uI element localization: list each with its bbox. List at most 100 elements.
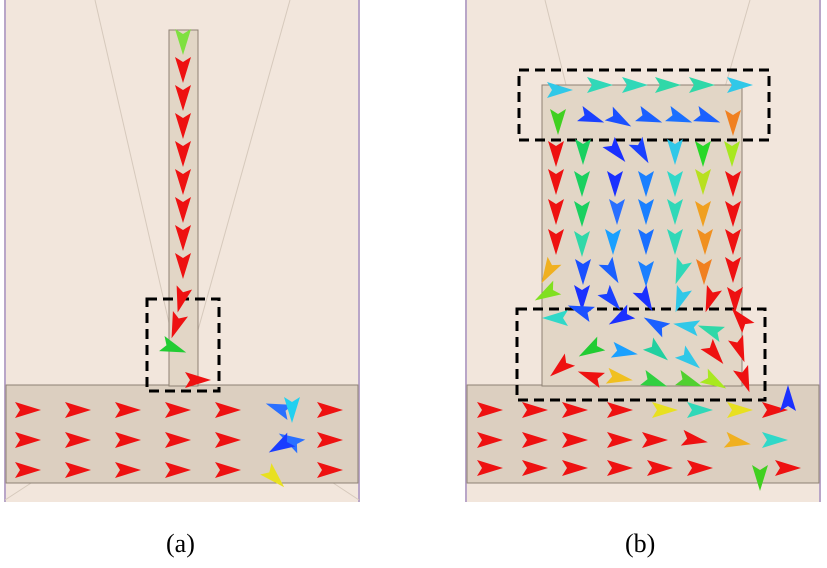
- triangle-arrow-icon: [165, 462, 191, 478]
- triangle-arrow-icon: [723, 431, 751, 448]
- triangle-arrow-icon: [65, 462, 91, 478]
- triangle-arrow-icon: [534, 280, 562, 301]
- triangle-arrow-icon: [477, 460, 503, 476]
- triangle-arrow-icon: [597, 284, 621, 310]
- triangle-arrow-icon: [762, 432, 788, 448]
- triangle-arrow-icon: [268, 432, 296, 453]
- panel-b-arrows: [477, 77, 801, 491]
- triangle-arrow-icon: [477, 402, 503, 418]
- triangle-arrow-icon: [175, 169, 191, 195]
- triangle-arrow-icon: [695, 201, 711, 227]
- triangle-arrow-icon: [665, 106, 693, 123]
- triangle-arrow-icon: [115, 462, 141, 478]
- triangle-arrow-icon: [284, 397, 300, 423]
- triangle-arrow-icon: [575, 139, 591, 165]
- triangle-arrow-icon: [65, 432, 91, 448]
- triangle-arrow-icon: [522, 432, 548, 448]
- triangle-arrow-icon: [574, 285, 590, 311]
- triangle-arrow-icon: [604, 106, 632, 127]
- triangle-arrow-icon: [607, 402, 633, 418]
- triangle-arrow-icon: [696, 259, 712, 285]
- triangle-arrow-icon: [705, 285, 722, 313]
- triangle-arrow-icon: [260, 463, 285, 488]
- triangle-arrow-icon: [697, 325, 725, 342]
- triangle-arrow-icon: [680, 429, 708, 446]
- triangle-arrow-icon: [317, 432, 343, 448]
- triangle-arrow-icon: [652, 402, 678, 418]
- triangle-arrow-icon: [115, 402, 141, 418]
- triangle-arrow-icon: [675, 285, 692, 313]
- triangle-arrow-icon: [574, 231, 590, 257]
- triangle-arrow-icon: [697, 229, 713, 255]
- triangle-arrow-icon: [667, 229, 683, 255]
- triangle-arrow-icon: [607, 460, 633, 476]
- triangle-arrow-icon: [667, 139, 683, 165]
- triangle-arrow-icon: [550, 353, 576, 377]
- triangle-arrow-icon: [687, 460, 713, 476]
- triangle-arrow-icon: [673, 320, 701, 337]
- triangle-arrow-icon: [548, 199, 564, 225]
- triangle-arrow-icon: [548, 141, 564, 167]
- triangle-arrow-icon: [674, 345, 700, 369]
- triangle-arrow-icon: [638, 229, 654, 255]
- triangle-arrow-icon: [700, 338, 724, 364]
- triangle-arrow-icon: [175, 141, 191, 167]
- triangle-arrow-icon: [567, 305, 595, 322]
- triangle-arrow-icon: [65, 402, 91, 418]
- triangle-arrow-icon: [605, 367, 633, 384]
- triangle-arrow-icon: [667, 199, 683, 225]
- triangle-arrow-icon: [638, 171, 654, 197]
- triangle-arrow-icon: [175, 85, 191, 111]
- triangle-arrow-icon: [728, 335, 745, 363]
- triangle-arrow-icon: [610, 341, 638, 358]
- triangle-arrow-icon: [175, 225, 191, 251]
- triangle-arrow-icon: [725, 257, 741, 283]
- triangle-arrow-icon: [608, 304, 636, 325]
- triangle-arrow-icon: [548, 229, 564, 255]
- triangle-arrow-icon: [695, 169, 711, 195]
- triangle-arrow-icon: [727, 77, 753, 93]
- triangle-arrow-icon: [215, 432, 241, 448]
- triangle-arrow-icon: [562, 432, 588, 448]
- triangle-arrow-icon: [725, 110, 741, 136]
- triangle-arrow-icon: [640, 370, 668, 387]
- triangle-arrow-icon: [635, 106, 663, 123]
- triangle-arrow-icon: [577, 106, 605, 123]
- triangle-arrow-icon: [638, 261, 654, 287]
- triangle-arrow-icon: [609, 199, 625, 225]
- triangle-arrow-icon: [165, 432, 191, 448]
- panel-a-arrows: [15, 29, 343, 488]
- triangle-arrow-icon: [578, 336, 606, 357]
- triangle-arrow-icon: [477, 432, 503, 448]
- triangle-arrow-icon: [317, 462, 343, 478]
- triangle-arrow-icon: [15, 462, 41, 478]
- triangle-arrow-icon: [317, 402, 343, 418]
- triangle-arrow-icon: [542, 310, 568, 326]
- panel-a-substrate: [5, 384, 359, 484]
- triangle-arrow-icon: [522, 402, 548, 418]
- triangle-arrow-icon: [541, 256, 562, 284]
- triangle-arrow-icon: [574, 201, 590, 227]
- triangle-arrow-icon: [605, 229, 621, 255]
- triangle-arrow-icon: [602, 136, 626, 162]
- panel-b-bottom-highlight-box: [515, 307, 767, 402]
- triangle-arrow-icon: [522, 460, 548, 476]
- triangle-arrow-icon: [265, 403, 293, 420]
- triangle-arrow-icon: [577, 371, 605, 388]
- triangle-arrow-icon: [176, 285, 193, 313]
- triangle-arrow-icon: [724, 141, 740, 167]
- triangle-arrow-icon: [667, 171, 683, 197]
- triangle-arrow-icon: [562, 402, 588, 418]
- triangle-arrow-icon: [762, 402, 788, 418]
- triangle-arrow-icon: [689, 77, 715, 93]
- triangle-arrow-icon: [731, 308, 755, 334]
- triangle-arrow-icon: [643, 317, 671, 338]
- triangle-arrow-icon: [628, 136, 649, 164]
- triangle-arrow-icon: [550, 109, 566, 135]
- caption-a: (a): [166, 529, 195, 558]
- triangle-arrow-icon: [607, 171, 623, 197]
- triangle-arrow-icon: [727, 287, 743, 313]
- triangle-arrow-icon: [587, 77, 613, 93]
- triangle-arrow-icon: [598, 256, 619, 284]
